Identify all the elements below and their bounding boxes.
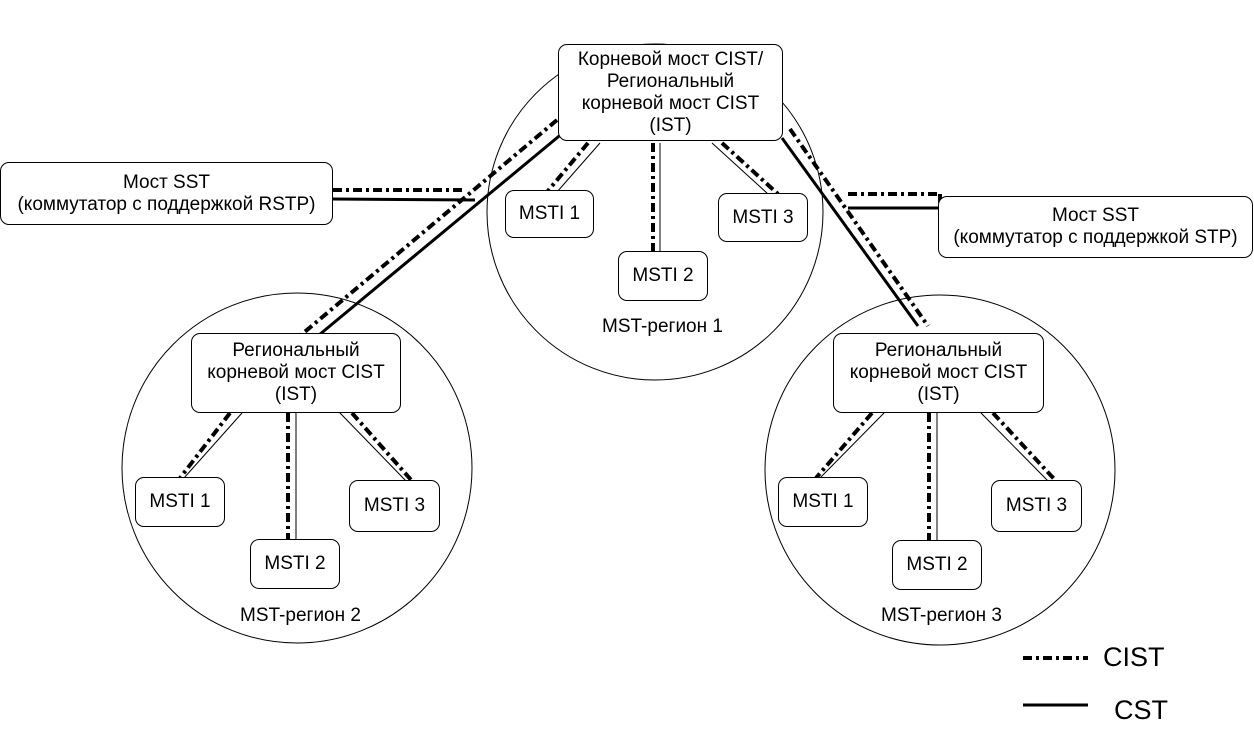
region1-msti1-label: MSTI 1 [518, 203, 581, 224]
legend-cist-label: CIST [1103, 642, 1165, 672]
region2-msti3-box: MSTI 3 [349, 480, 440, 532]
region2-msti2-box: MSTI 2 [250, 539, 340, 589]
cist-msti-links [178, 141, 1058, 541]
region2-msti1-label: MSTI 1 [149, 491, 211, 512]
region2-msti2-label: MSTI 2 [264, 553, 326, 574]
cist-links [299, 118, 942, 337]
sst-stp-bridge-label: Мост SST (коммутатор с поддержкой STP) [953, 205, 1238, 248]
region1-msti1-box: MSTI 1 [505, 190, 594, 238]
root-bridge-label: Корневой мост CIST/ Региональный корнево… [577, 48, 764, 136]
region-2-label: MST-регион 2 [240, 605, 361, 626]
region-2-circle [121, 292, 473, 644]
region-1-label: MST-регион 1 [602, 316, 723, 337]
sst-rstp-bridge-box: Мост SST (коммутатор с поддержкой RSTP) [0, 162, 333, 225]
region1-msti3-box: MSTI 3 [718, 193, 808, 242]
region3-msti1-label: MSTI 1 [792, 491, 854, 512]
cst-links [318, 130, 940, 337]
region-3-label: MST-регион 3 [881, 605, 1002, 626]
region2-msti1-box: MSTI 1 [135, 477, 225, 527]
region1-msti2-box: MSTI 2 [618, 251, 708, 301]
root-bridge-box: Корневой мост CIST/ Региональный корнево… [558, 44, 783, 141]
ist-links [183, 142, 1049, 541]
region3-msti3-box: MSTI 3 [991, 480, 1082, 532]
region1-msti2-label: MSTI 2 [632, 265, 694, 286]
region3-msti2-box: MSTI 2 [892, 540, 982, 590]
region2-msti3-label: MSTI 3 [363, 495, 426, 516]
legend-cst-label: CST [1114, 695, 1168, 725]
sst-rstp-bridge-label: Мост SST (коммутатор с поддержкой RSTP) [17, 171, 316, 215]
region-3-circle [764, 294, 1116, 646]
region3-msti3-label: MSTI 3 [1005, 495, 1068, 516]
region3-msti2-label: MSTI 2 [906, 554, 968, 575]
regional-bridge-2-box: Региональный корневой мост CIST (IST) [191, 333, 401, 413]
region3-msti1-box: MSTI 1 [778, 477, 868, 527]
sst-stp-bridge-box: Мост SST (коммутатор с поддержкой STP) [938, 196, 1253, 258]
regional-bridge-2-label: Региональный корневой мост CIST (IST) [207, 340, 385, 405]
regional-bridge-3-box: Региональный корневой мост CIST (IST) [833, 333, 1044, 413]
regional-bridge-3-label: Региональный корневой мост CIST (IST) [849, 340, 1028, 405]
region1-msti3-label: MSTI 3 [732, 206, 794, 228]
